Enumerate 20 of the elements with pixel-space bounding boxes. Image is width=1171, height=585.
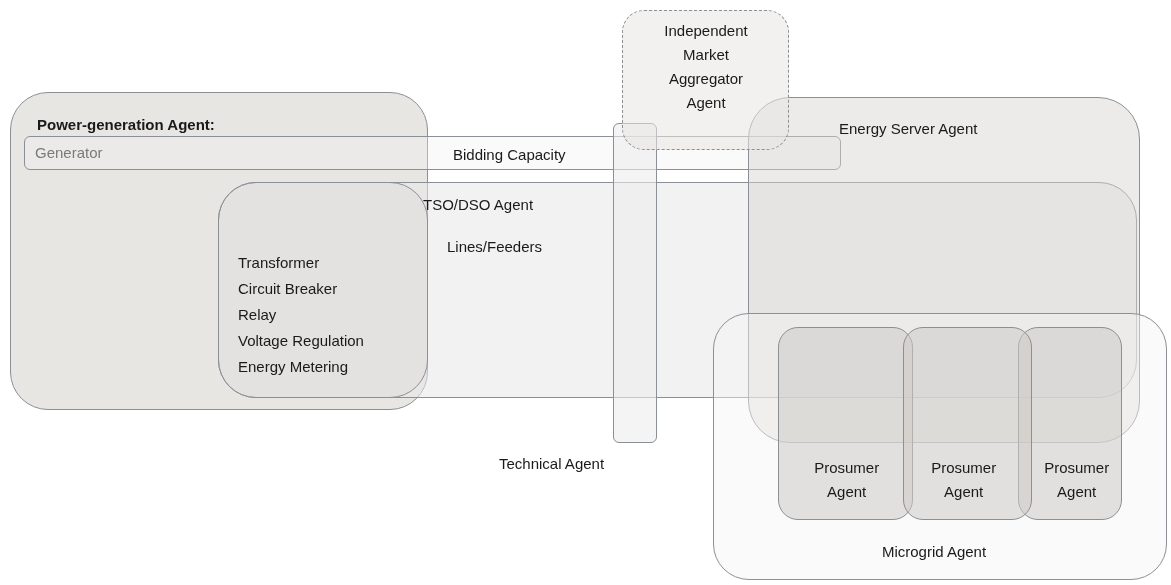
agent-label: Prosumer Agent — [813, 457, 881, 502]
agent-label: Prosumer Agent — [1043, 457, 1111, 502]
agent-box — [713, 313, 1167, 580]
agent-label: Technical Agent — [499, 454, 606, 473]
component-label: Relay — [238, 305, 278, 324]
component-label: Generator — [35, 143, 104, 162]
component-label: Voltage Regulation — [238, 331, 365, 350]
agent-label: Independent Market Aggregator Agent — [663, 21, 749, 113]
agent-label: Prosumer Agent — [930, 457, 998, 502]
agent-label: Microgrid Agent — [880, 542, 988, 561]
component-label: Lines/Feeders — [447, 237, 544, 256]
component-label: Energy Metering — [238, 357, 350, 376]
agent-label: TSO/DSO Agent — [423, 195, 535, 214]
component-label: Transformer — [238, 253, 321, 272]
dashed-agent-box — [622, 10, 789, 150]
flow-label: Bidding Capacity — [453, 145, 567, 164]
agent-title: Power-generation Agent: — [37, 115, 216, 134]
agent-box — [902, 326, 1032, 520]
component-label: Circuit Breaker — [238, 279, 339, 298]
agent-label: Energy Server Agent — [839, 119, 979, 138]
